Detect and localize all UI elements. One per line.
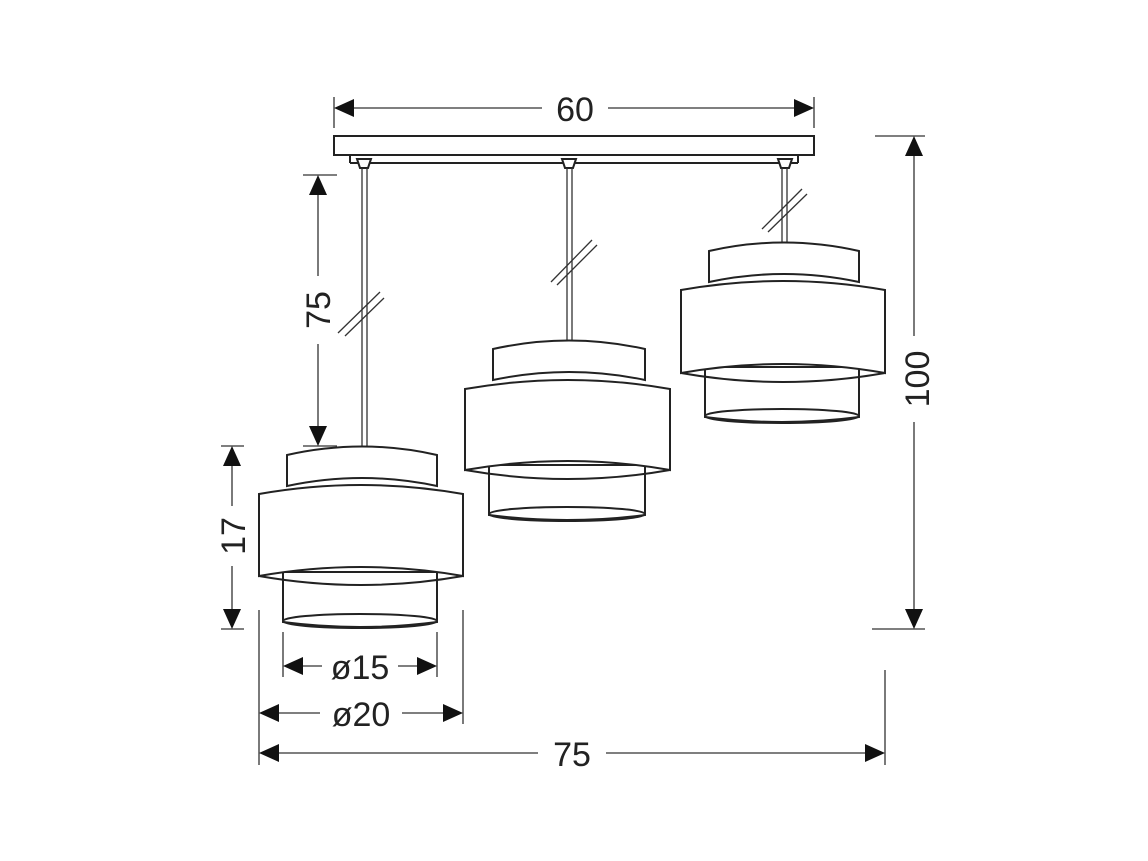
shade-height-label: 17 (215, 517, 253, 555)
top-width-label: 60 (556, 91, 594, 129)
inner-diameter-label: ø15 (331, 649, 390, 687)
cables (337, 168, 808, 446)
cable-length-label: 75 (300, 291, 338, 329)
lamp-shade-right (680, 241, 886, 424)
dimension-top-width: 60 (333, 91, 815, 129)
dimension-shade-height: 17 (215, 445, 253, 630)
ceiling-canopy (333, 135, 815, 169)
total-height-label: 100 (899, 351, 937, 408)
dimension-inner-diameter: ø15 (282, 632, 438, 687)
outer-diameter-label: ø20 (332, 696, 391, 734)
dimension-outer-diameter: ø20 (258, 610, 464, 734)
total-width-label: 75 (553, 736, 591, 774)
dimension-cable-length: 75 (300, 174, 338, 447)
dimension-total-width: 75 (258, 670, 886, 774)
lamp-shade-middle (464, 339, 671, 522)
lamp-shade-left (258, 445, 464, 629)
dimension-total-height: 100 (872, 135, 937, 630)
